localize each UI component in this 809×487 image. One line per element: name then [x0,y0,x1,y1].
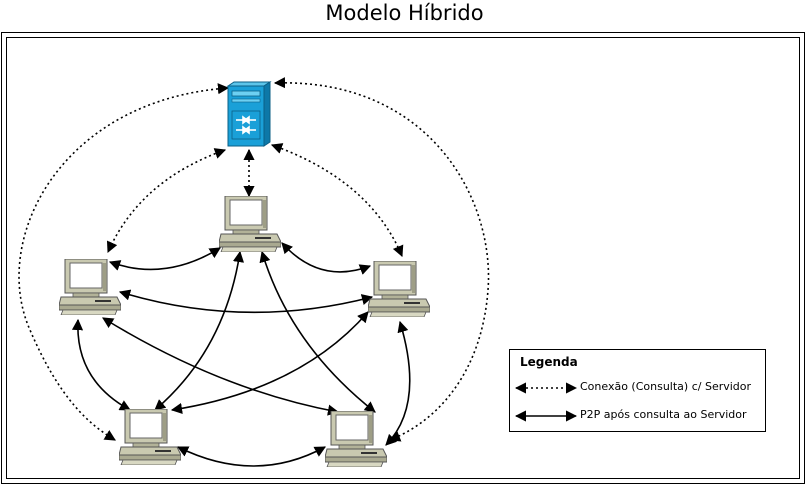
solid-connections [71,242,411,467]
legend-solid-line [514,410,578,422]
p2p-bottom-left-right [176,446,326,467]
p2p-top-bottom-right [259,250,376,413]
p2p-left-right [118,289,374,314]
legend-dotted-line [514,382,578,394]
computer-left [59,259,121,315]
legend-solid-label: P2P após consulta ao Servidor [580,408,747,421]
outer-frame [1,32,805,484]
computer-bottom-left [119,409,181,465]
p2p-left-bottom-left [71,318,131,411]
p2p-top-bottom-left [154,250,245,411]
computer-right [368,261,430,317]
legend-row-dotted: Conexão (Consulta) c/ Servidor [510,378,765,398]
computer-top [219,196,281,252]
p2p-right-bottom-right [385,320,411,446]
inner-frame [6,37,800,479]
legend-title: Legenda [520,355,578,369]
p2p-top-right [281,242,372,275]
dotted-server-right [270,143,404,258]
dotted-connections [18,77,490,442]
dotted-server-bottom-left [18,83,230,441]
legend-row-solid: P2P após consulta ao Servidor [510,406,765,426]
legend-box: Legenda Conexão (Consulta) c/ Servidor P… [509,349,766,432]
p2p-top-left [108,247,221,271]
computer-bottom-right [325,411,387,467]
server-icon [226,81,272,147]
p2p-right-bottom-left [170,311,369,414]
dotted-server-left [106,148,227,254]
dotted-server-bottom-right [273,77,490,442]
legend-dotted-label: Conexão (Consulta) c/ Servidor [580,380,752,393]
diagram-title: Modelo Híbrido [325,1,484,25]
